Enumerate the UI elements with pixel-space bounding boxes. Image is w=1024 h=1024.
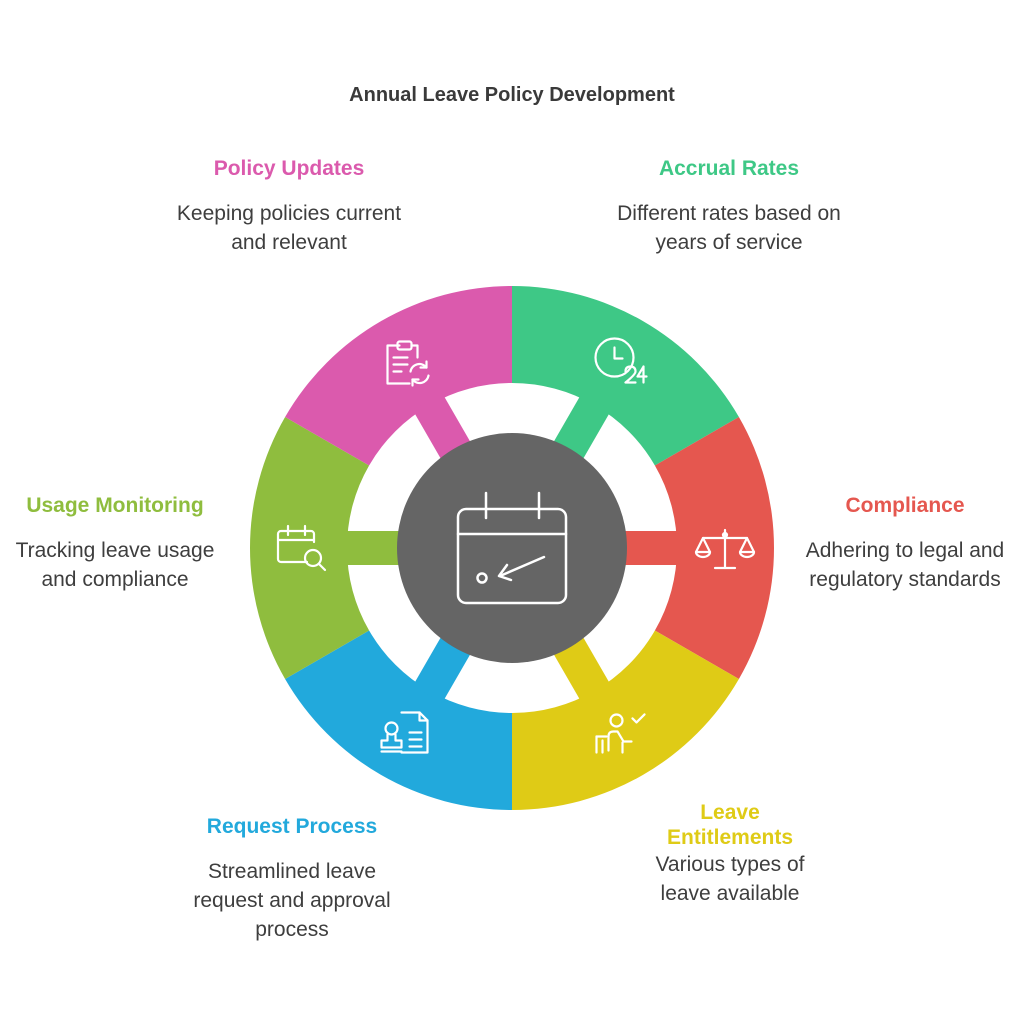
segment-description: Keeping policies current and relevant [176,202,402,254]
label-entitlements: Leave Entitlements Various types of leav… [640,800,820,908]
label-compliance: Compliance Adhering to legal and regulat… [800,493,1010,594]
segment-title: Usage Monitoring [26,494,204,517]
segment-description: Different rates based on years of servic… [617,202,841,254]
segment-compliance [654,417,774,679]
segment-title: Leave Entitlements [666,801,794,849]
label-updates: Policy Updates Keeping policies current … [172,156,406,257]
segment-request [285,630,512,810]
document-stamp-icon [380,711,429,754]
segment-title: Accrual Rates [658,157,800,180]
segment-accrual [512,286,739,466]
segment-description: Various types of leave available [655,853,805,905]
connector-request [412,633,473,703]
diagram-title: Annual Leave Policy Development [349,84,675,106]
connector-updates [412,393,473,463]
segment-title: Policy Updates [213,157,365,180]
segment-description: Adhering to legal and regulatory standar… [805,539,1005,591]
connector-compliance [620,531,681,565]
connector-accrual [551,393,612,463]
segment-description: Tracking leave usage and compliance [15,539,215,591]
center-hub [397,433,627,663]
segment-description: Streamlined leave request and approval p… [193,860,391,941]
calendar-search-icon [276,524,327,572]
clock-24-icon [594,337,648,384]
calendar-arrow-icon [456,491,568,605]
clipboard-refresh-icon [386,340,430,387]
segment-updates [285,286,512,466]
label-usage: Usage Monitoring Tracking leave usage an… [10,493,220,594]
label-accrual: Accrual Rates Different rates based on y… [612,156,846,257]
connector-usage [343,531,404,565]
segment-title: Compliance [845,494,965,517]
segment-entitlements [512,630,739,810]
scales-icon [694,528,756,570]
segment-title: Request Process [206,815,378,838]
segment-usage [249,417,370,679]
connector-entitlements [551,633,612,703]
label-request: Request Process Streamlined leave reques… [180,814,404,944]
person-desk-check-icon [595,713,646,754]
